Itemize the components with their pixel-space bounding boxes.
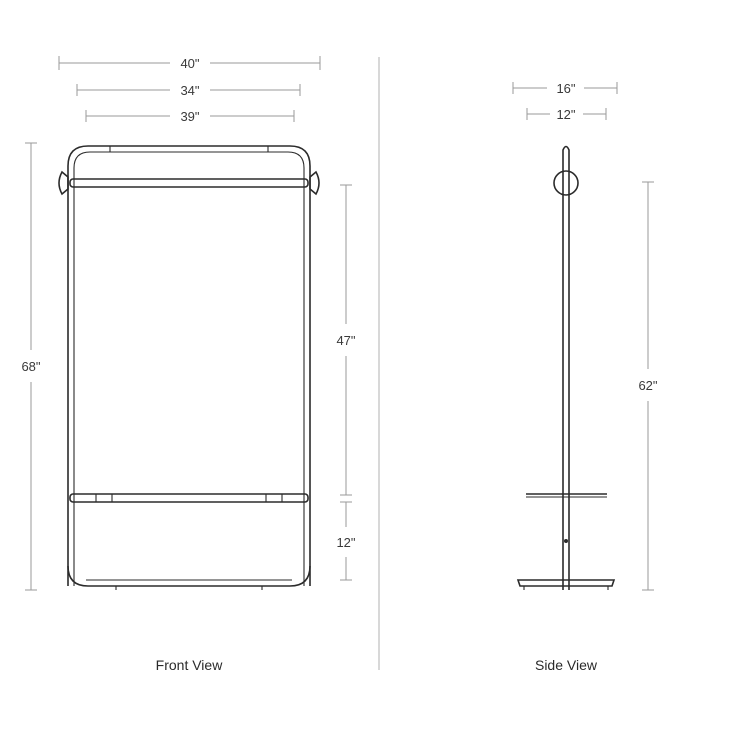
dim-frame-width: 39" bbox=[85, 109, 295, 124]
left-hook-icon bbox=[58, 170, 69, 196]
overall-width-label: 40" bbox=[180, 56, 199, 71]
shelf-height-label: 12" bbox=[336, 535, 355, 550]
inner-width-label: 34" bbox=[180, 83, 199, 98]
dim-overall-width: 40" bbox=[58, 56, 321, 71]
overall-depth-label: 16" bbox=[556, 81, 575, 96]
dim-overall-depth: 16" bbox=[512, 81, 618, 96]
dim-overall-height: 68" bbox=[21, 142, 41, 591]
side-rack bbox=[516, 145, 616, 590]
overall-height-label: 68" bbox=[21, 359, 40, 374]
front-rack bbox=[58, 145, 320, 590]
dim-shelf-depth: 12" bbox=[526, 107, 607, 122]
side-hook-icon bbox=[553, 170, 579, 196]
right-hook-icon bbox=[309, 170, 320, 196]
dim-inner-width: 34" bbox=[76, 83, 301, 98]
rod-height-label: 62" bbox=[638, 378, 657, 393]
frame-width-label: 39" bbox=[180, 109, 199, 124]
shelf-depth-label: 12" bbox=[556, 107, 575, 122]
side-view-label: Side View bbox=[535, 657, 598, 673]
hanging-height-label: 47" bbox=[336, 333, 355, 348]
front-view-label: Front View bbox=[156, 657, 224, 673]
dim-hanging-height: 47" bbox=[336, 184, 356, 496]
dim-rod-height: 62" bbox=[638, 181, 658, 591]
dim-shelf-height: 12" bbox=[336, 501, 356, 581]
